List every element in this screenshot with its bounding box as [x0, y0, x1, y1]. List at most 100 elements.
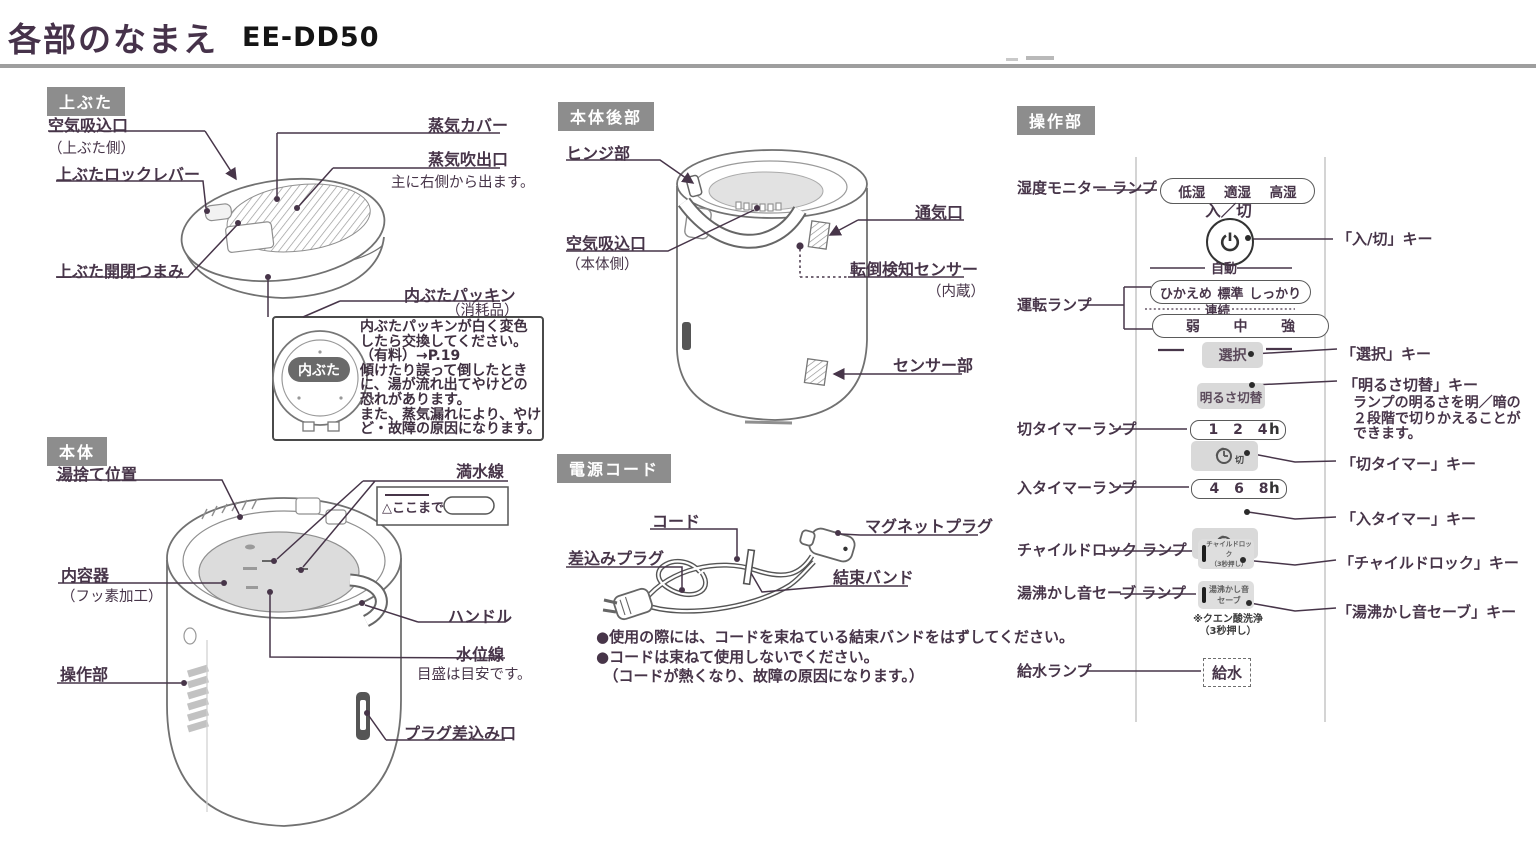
label-magnet-plug: マグネットプラグ	[865, 517, 994, 536]
label-cable-tie: 結束バンド	[833, 568, 914, 587]
label-water-level-line: 水位線	[456, 645, 505, 664]
off-timer-clock-icon	[1215, 447, 1232, 464]
auto-divider-label: 自動	[1211, 262, 1238, 277]
label-steam-cover: 蒸気カバー	[428, 116, 509, 135]
leader-lines	[48, 130, 1338, 741]
label-inner-lid-packing-sub: （消耗品）	[446, 303, 519, 319]
label-inner-container: 内容器	[61, 566, 110, 585]
child-lock-lamp-dot	[1240, 557, 1246, 563]
label-full-water-mark: △ここまで	[382, 501, 444, 516]
sound-save-button: 湯沸かし音 セーブ	[1198, 581, 1254, 609]
lamp-shikkari: しっかり	[1249, 286, 1302, 302]
key-off-timer: 「切タイマー」キー	[1341, 455, 1477, 473]
off-timer-2h: 2	[1233, 422, 1243, 438]
label-plug-inlet: プラグ差込み口	[404, 724, 517, 743]
key-on-timer: 「入タイマー」キー	[1341, 510, 1477, 528]
top-lid-illustration	[180, 177, 386, 299]
off-timer-lamp-dot	[1244, 450, 1250, 456]
power-icon	[1220, 232, 1240, 252]
label-lid-open-knob: 上ぶた開閉つまみ	[56, 262, 185, 281]
label-sensor: センサー部	[893, 356, 974, 375]
lamp-weak: 弱	[1185, 319, 1200, 335]
off-timer-button: 切	[1191, 441, 1258, 471]
label-wall-plug: 差込みプラグ	[568, 549, 665, 568]
on-timer-hours-unit: h	[1269, 479, 1280, 497]
section-badge-rear: 本体後部	[558, 102, 655, 131]
power-lamp-dot	[1245, 235, 1251, 241]
rear-illustration	[676, 149, 868, 425]
label-air-intake-body: 空気吸込口	[566, 234, 647, 253]
section-badge-top-lid: 上ぶた	[47, 87, 126, 116]
label-pour-position: 湯捨て位置	[57, 465, 138, 484]
label-tilt-sensor-sub: （内蔵）	[927, 284, 985, 300]
child-lock-lamp-bar	[1202, 545, 1206, 562]
label-inner-lid-packing: 内ぶたパッキン	[404, 286, 516, 305]
label-steam-outlet-sub: 主に右側から出ます。	[391, 175, 535, 191]
label-sound-save-lamp: 湯沸かし音セーブ ランプ	[1017, 584, 1186, 602]
off-timer-hours-unit: h	[1269, 420, 1280, 438]
label-air-intake-lid-sub: （上ぶた側）	[48, 141, 135, 157]
brightness-button: 明るさ切替	[1197, 383, 1265, 409]
label-cord: コード	[652, 512, 701, 531]
on-timer-hour-lamps: 4 6 8	[1191, 479, 1287, 499]
on-timer-8h: 8	[1258, 481, 1269, 497]
off-timer-1h: 1	[1208, 422, 1219, 438]
citric-clean-note: ※クエン酸洗浄 （3秒押し）	[1193, 614, 1263, 637]
section-badge-cord: 電源コード	[557, 454, 672, 483]
lamp-hikaeme: ひかえめ	[1159, 286, 1212, 302]
header-faint-marks	[1006, 56, 1054, 61]
section-badge-controls: 操作部	[1017, 106, 1096, 135]
label-water-level-sub: 目盛は目安です。	[417, 667, 532, 683]
on-timer-4h: 4	[1209, 481, 1220, 497]
key-sound-save: 「湯沸かし音セーブ」キー	[1337, 603, 1517, 621]
off-timer-4h: 4	[1257, 422, 1268, 438]
lamp-good-humidity: 適湿	[1223, 185, 1251, 201]
page-title: 各部のなまえ	[8, 20, 218, 59]
sound-save-lamp-dot	[1246, 600, 1252, 606]
label-inner-container-sub: （フッ素加工）	[61, 589, 163, 605]
water-supply-lamp-box: 給水	[1203, 658, 1251, 687]
cord-usage-notes: ●使用の際には、コードを束ねている結束バンドをはずしてください。 ●コードは束ね…	[596, 628, 1074, 685]
label-air-intake-lid: 空気吸込口	[48, 116, 129, 135]
label-handle: ハンドル	[448, 607, 513, 626]
select-button: 選択	[1202, 342, 1263, 368]
sound-save-button-text: 湯沸かし音 セーブ	[1209, 585, 1249, 605]
model-number: EE-DD50	[242, 22, 380, 53]
label-control-panel-on-body: 操作部	[60, 665, 109, 684]
lamp-standard: 標準	[1217, 286, 1244, 302]
key-power: 「入/切」キー	[1337, 230, 1433, 248]
lamp-low-humidity: 低湿	[1178, 185, 1206, 201]
select-lamp-dot	[1248, 351, 1254, 357]
key-select: 「選択」キー	[1341, 345, 1432, 363]
power-button	[1206, 218, 1254, 266]
label-water-supply-lamp: 給水ランプ	[1017, 662, 1092, 680]
continuous-mode-lamps: 弱 中 強	[1152, 314, 1329, 338]
inner-lid-packing-note: 内ぶたパッキンが白く変色 したら交換してください。 （有料）→P.19 傾けたり…	[360, 319, 542, 438]
label-air-intake-body-sub: （本体側）	[566, 257, 639, 273]
key-brightness: 「明るさ切替」キー	[1343, 376, 1479, 394]
brightness-lamp-dot	[1249, 382, 1255, 388]
label-tilt-sensor: 転倒検知センサー	[850, 260, 979, 279]
label-full-water-line: 満水線	[456, 462, 505, 481]
humidity-monitor-lamps: 低湿 適湿 高湿	[1160, 178, 1315, 204]
power-key-label: 入／切	[1205, 202, 1252, 220]
inner-lid-badge: 内ぶた	[288, 357, 350, 382]
body-illustration	[166, 486, 509, 827]
label-lid-lock-lever: 上ぶたロックレバー	[56, 165, 201, 184]
label-operation-lamp: 運転ランプ	[1017, 296, 1092, 314]
label-vent: 通気口	[915, 203, 964, 222]
label-on-timer-lamp: 入タイマーランプ	[1017, 479, 1137, 497]
lamp-high-humidity: 高湿	[1269, 185, 1297, 201]
off-timer-kanji: 切	[1234, 456, 1244, 466]
off-timer-hour-lamps: 1 2 4	[1190, 420, 1286, 440]
on-timer-lamp-dot	[1244, 509, 1250, 515]
key-brightness-description: ランプの明るさを明／暗の ２段階で切りかえることが できます。	[1353, 395, 1521, 442]
label-child-lock-lamp: チャイルドロック ランプ	[1017, 541, 1187, 559]
cord-illustration	[602, 527, 856, 621]
header-divider	[0, 64, 1536, 68]
section-badge-body: 本体	[47, 437, 108, 466]
lamp-strong: 強	[1281, 319, 1296, 335]
child-lock-button-text: チャイルドロック （3秒押し）	[1206, 540, 1252, 568]
